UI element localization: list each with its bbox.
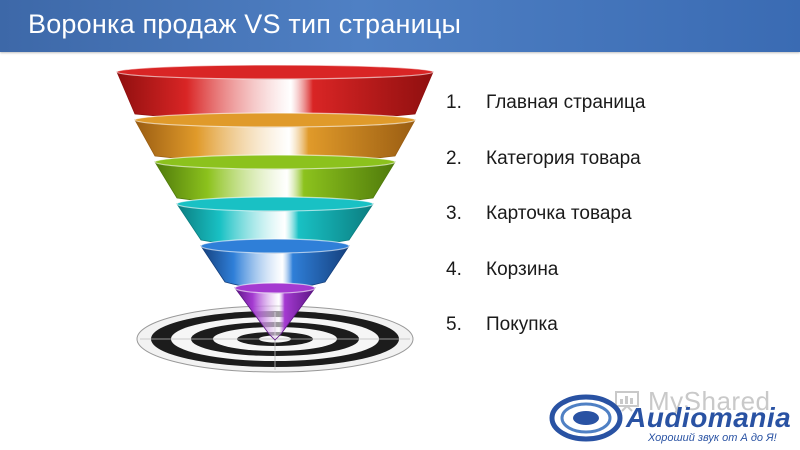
- list-item-label: Категория товара: [486, 147, 641, 169]
- funnel-layer-rim-1: [116, 64, 434, 80]
- presentation-board-icon: [615, 391, 639, 412]
- swoosh-ring-icon: [549, 394, 623, 442]
- watermark-text: MyShared: [648, 386, 771, 416]
- list-item-label: Покупка: [486, 314, 558, 335]
- list-item-label: Карточка товара: [486, 203, 632, 224]
- slide-title: Воронка продаж VS тип страницы: [28, 9, 462, 39]
- audiomania-logo: Audiomania Хороший звук от А до Я!: [548, 388, 798, 446]
- list-item-number: 2.: [446, 147, 462, 169]
- watermark: MyShared: [610, 386, 790, 416]
- funnel-layer-rim-2: [134, 112, 416, 128]
- list-item-label: Корзина: [486, 258, 559, 280]
- funnel-svg: [116, 64, 434, 373]
- funnel-layer-rim-4: [176, 196, 374, 212]
- list-item-number: 4.: [446, 258, 462, 280]
- list-item: 1. Главная страница: [446, 90, 776, 146]
- logo-name: Audiomania: [626, 402, 792, 433]
- funnel-layer-rim-6: [234, 282, 316, 294]
- list-item-number: 5.: [446, 314, 462, 335]
- title-bar: Воронка продаж VS тип страницы: [0, 0, 800, 52]
- list-item: 2. Категория товара: [446, 146, 776, 202]
- logo-tagline: Хороший звук от А до Я!: [648, 432, 777, 444]
- funnel-layer-rim-3: [154, 154, 396, 170]
- list-item: 5. Покупка: [446, 312, 776, 368]
- list-item: 4. Корзина: [446, 257, 776, 313]
- page-type-list: 1. Главная страница 2. Категория товара 3.…: [446, 90, 776, 368]
- list-item-number: 1.: [446, 92, 462, 113]
- list-item: 3. Карточка товара: [446, 201, 776, 257]
- list-item-label: Главная страница: [486, 92, 646, 113]
- sales-funnel-graphic: [110, 62, 440, 382]
- list-item-number: 3.: [446, 203, 462, 224]
- funnel-layer-rim-5: [200, 238, 350, 254]
